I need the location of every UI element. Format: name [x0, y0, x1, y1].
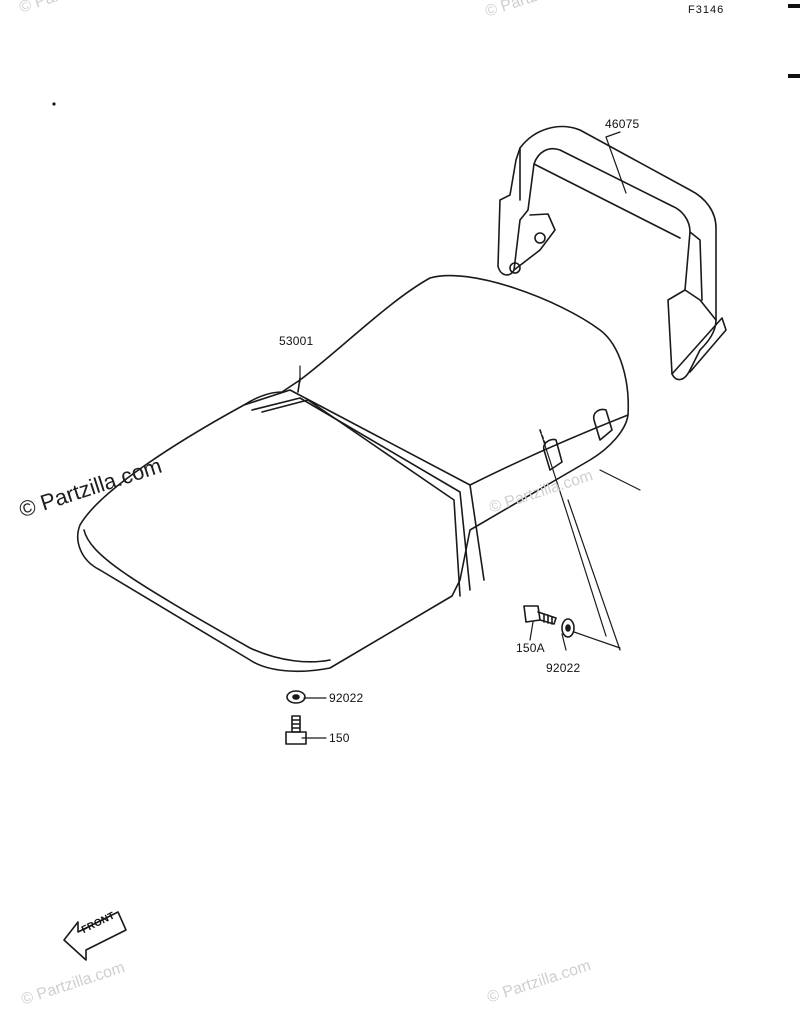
- front-arrow: [63, 911, 127, 961]
- grab-rail-part: [497, 125, 727, 381]
- washer-side-part: [561, 618, 575, 638]
- bolt-bottom-part: [285, 715, 307, 745]
- figure-code: F3146: [688, 4, 725, 16]
- callout-washer-side: 92022: [546, 661, 581, 675]
- seat-part: [76, 274, 630, 673]
- callout-washer-bottom: 92022: [329, 691, 364, 705]
- leader-lines: [299, 131, 641, 739]
- washer-bottom-part: [286, 690, 306, 704]
- edge-mark-middle: [788, 74, 800, 78]
- callout-seat: 53001: [279, 334, 314, 348]
- edge-mark-top: [788, 4, 800, 8]
- callout-bolt-bottom: 150: [329, 731, 350, 745]
- callout-grab-rail: 46075: [605, 117, 640, 131]
- callout-bolt-side: 150A: [516, 641, 545, 655]
- bolt-side-part: [523, 605, 557, 625]
